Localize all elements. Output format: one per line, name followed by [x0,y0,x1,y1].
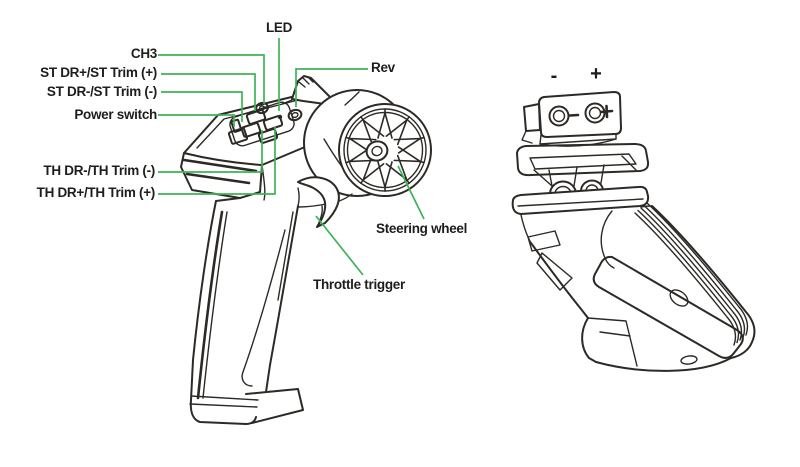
leader-power-switch [158,114,235,127]
leader-th-dr-plus [158,127,276,195]
grip-accent-stripes [196,210,228,400]
leader-throttle-trigger [315,215,364,276]
grip-inset-panel [592,255,744,359]
label-steering-wheel: Steering wheel [376,221,468,236]
label-rev: Rev [371,60,395,75]
grip-foot [581,317,732,372]
battery-compartment [511,143,650,215]
led-indicator [277,114,283,120]
throttle-trigger [297,176,340,228]
grip-outer-edge [651,205,756,359]
label-throttle-trigger: Throttle trigger [313,277,405,292]
leader-steering-wheel [397,165,425,220]
battery [521,91,622,147]
label-led: LED [265,20,293,35]
pistol-grip [189,197,304,425]
label-th-dr-plus: TH DR+/TH Trim (+) [36,185,156,200]
leader-rev [295,68,368,107]
panel-hole [669,289,689,307]
rev-button [287,108,303,122]
console-chin [180,152,300,207]
terminal-plus-mark [599,104,614,119]
label-power-switch: Power switch [74,107,157,122]
leader-ch3 [158,54,265,104]
label-ch3: CH3 [130,46,157,61]
label-st-dr-plus: ST DR+/ST Trim (+) [40,65,157,80]
grip-ribs [634,202,749,346]
label-st-dr-minus: ST DR-/ST Trim (-) [46,84,157,99]
callout-leader-lines [158,38,425,276]
transmitter-front-view [180,75,432,425]
leader-th-dr-minus [158,130,263,173]
label-th-dr-minus: TH DR-/TH Trim (-) [43,163,155,178]
rear-grip [520,202,756,372]
steering-wheel [338,103,432,197]
leader-st-dr-minus [161,91,243,122]
ch3-button [255,101,269,115]
leader-st-dr-plus [161,73,256,111]
battery-clip-tab [523,103,541,132]
battery-terminals [548,102,614,127]
compartment-lip [511,185,650,215]
terminal-minus-mark [568,113,580,117]
transmitter-bottom-view [511,91,756,372]
wheel-hub [365,140,389,162]
label-battery-positive: + [590,63,602,85]
label-battery-negative: - [550,65,558,87]
st-trim-buttons [240,109,267,138]
